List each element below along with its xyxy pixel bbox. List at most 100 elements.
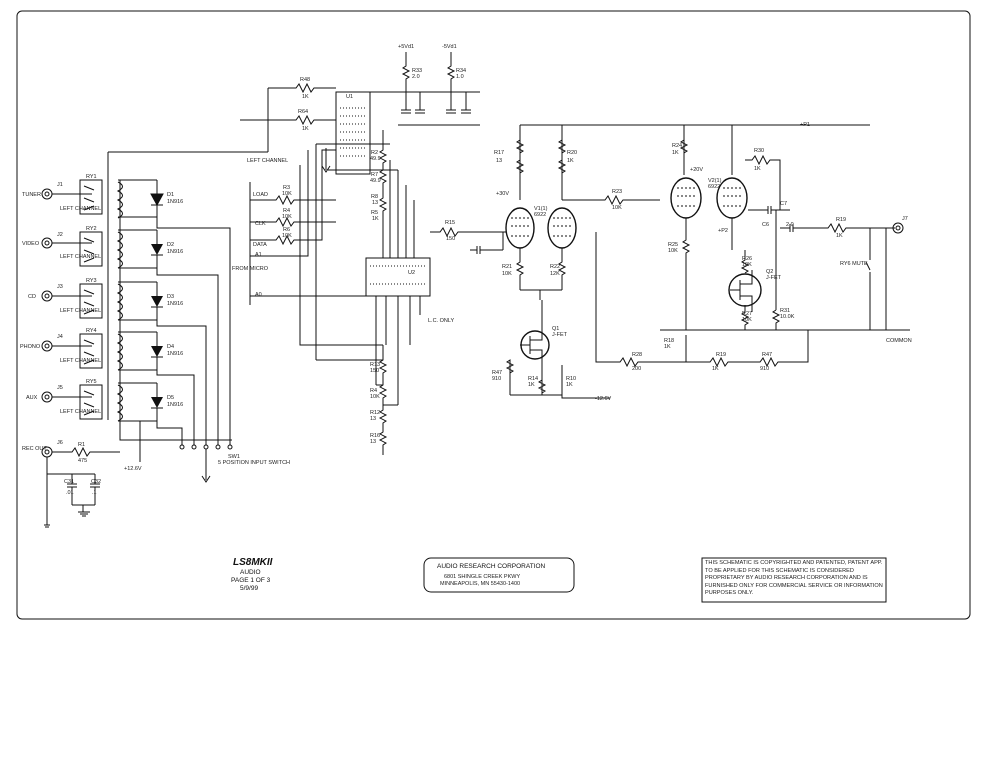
svg-text:R33: R33 xyxy=(412,68,422,74)
svg-text:.1: .1 xyxy=(92,490,97,496)
diode-d4: D4 1N916 xyxy=(151,332,183,370)
svg-text:R18: R18 xyxy=(664,338,674,344)
input-jack-2: VIDEO J2 LEFT CHANNEL xyxy=(22,232,101,260)
svg-text:C6: C6 xyxy=(762,222,769,228)
svg-text:.01: .01 xyxy=(66,490,74,496)
svg-text:10.0K: 10.0K xyxy=(780,314,795,320)
svg-text:10K: 10K xyxy=(282,191,292,197)
svg-text:R20: R20 xyxy=(567,150,577,156)
tube-stage: +P1 R17 13 R20 1K V1(1) 6922 +30V R21 10… xyxy=(470,122,912,402)
svg-text:J4: J4 xyxy=(57,334,63,340)
svg-text:RY6 MUTE: RY6 MUTE xyxy=(840,261,868,267)
svg-text:+30V: +30V xyxy=(496,191,509,197)
svg-text:D1: D1 xyxy=(167,192,174,198)
svg-text:LEFT CHANNEL: LEFT CHANNEL xyxy=(247,158,288,164)
svg-text:R22: R22 xyxy=(550,264,560,270)
input-jack-5: AUX J5 LEFT CHANNEL xyxy=(26,385,101,415)
output-jack: J7 xyxy=(892,216,908,234)
svg-text:A1: A1 xyxy=(255,252,262,258)
svg-text:6801 SHINGLE CREEK PKWY: 6801 SHINGLE CREEK PKWY xyxy=(444,574,520,580)
svg-text:10K: 10K xyxy=(282,214,292,220)
svg-text:AUDIO: AUDIO xyxy=(240,569,261,576)
svg-text:REC OUT: REC OUT xyxy=(22,446,47,452)
proprietary-notice: THIS SCHEMATIC IS COPYRIGHTED AND PATENT… xyxy=(705,560,883,597)
svg-text:R1: R1 xyxy=(78,442,85,448)
svg-text:+20V: +20V xyxy=(690,167,703,173)
svg-text:AUX: AUX xyxy=(26,395,38,401)
svg-text:910: 910 xyxy=(760,366,769,372)
svg-text:6922: 6922 xyxy=(534,212,546,218)
svg-text:+12.6V: +12.6V xyxy=(124,466,142,472)
svg-text:LEFT CHANNEL: LEFT CHANNEL xyxy=(60,254,101,260)
svg-text:R21: R21 xyxy=(502,264,512,270)
relay-ry5: RY5 xyxy=(79,379,157,422)
svg-text:J5: J5 xyxy=(57,385,63,391)
svg-text:VIDEO: VIDEO xyxy=(22,241,40,247)
svg-text:+P2: +P2 xyxy=(718,228,728,234)
svg-text:1N916: 1N916 xyxy=(167,351,183,357)
model-title: LS8MKII xyxy=(233,557,273,568)
svg-text:R16: R16 xyxy=(370,433,380,439)
svg-text:2.0: 2.0 xyxy=(786,222,794,228)
diode-d2: D2 1N916 xyxy=(151,230,183,268)
fet-q2: Q2 J-FET xyxy=(728,269,782,312)
svg-text:R27: R27 xyxy=(742,311,752,317)
svg-text:R3: R3 xyxy=(283,185,290,191)
svg-text:-5Vd1: -5Vd1 xyxy=(442,44,457,50)
svg-text:R6: R6 xyxy=(283,227,290,233)
svg-text:R64: R64 xyxy=(298,109,308,115)
input-jack-3: CD J3 LEFT CHANNEL xyxy=(28,284,101,314)
svg-text:J7: J7 xyxy=(902,216,908,222)
svg-text:Q1: Q1 xyxy=(552,326,559,332)
svg-text:R13: R13 xyxy=(370,362,380,368)
svg-text:J2: J2 xyxy=(57,232,63,238)
rec-out-jack: REC OUT J6 R1 475 C31 .01 C32 .1 xyxy=(22,440,120,528)
svg-text:R47: R47 xyxy=(492,370,502,376)
svg-text:V1(1): V1(1) xyxy=(534,206,548,212)
svg-text:CD: CD xyxy=(28,294,36,300)
svg-text:1K: 1K xyxy=(836,233,843,239)
svg-text:R48: R48 xyxy=(300,77,310,83)
svg-text:RY3: RY3 xyxy=(86,278,97,284)
svg-text:CLK: CLK xyxy=(255,221,266,227)
svg-text:Q2: Q2 xyxy=(766,269,773,275)
svg-text:L.C. ONLY: L.C. ONLY xyxy=(428,318,455,324)
diode-d1: D1 1N916 xyxy=(150,180,183,217)
svg-text:10K: 10K xyxy=(612,205,622,211)
svg-text:475: 475 xyxy=(78,458,87,464)
svg-text:10K: 10K xyxy=(282,233,292,239)
svg-text:D4: D4 xyxy=(167,344,174,350)
svg-text:910: 910 xyxy=(492,376,501,382)
svg-text:13: 13 xyxy=(370,439,376,445)
svg-text:R7: R7 xyxy=(371,172,378,178)
svg-text:1K: 1K xyxy=(302,94,309,100)
svg-text:49.9: 49.9 xyxy=(370,178,381,184)
svg-text:49.9: 49.9 xyxy=(370,156,381,162)
svg-text:6922: 6922 xyxy=(708,184,720,190)
title-block: LS8MKII AUDIO PAGE 1 OF 3 5/9/99 xyxy=(231,557,273,592)
ic-u2 xyxy=(365,257,431,297)
svg-text:R19: R19 xyxy=(836,217,846,223)
svg-text:13: 13 xyxy=(370,416,376,422)
svg-text:LOAD: LOAD xyxy=(253,192,268,198)
svg-text:R34: R34 xyxy=(456,68,466,74)
svg-text:J1: J1 xyxy=(57,182,63,188)
input-jack-1: TUNER J1 LEFT CHANNEL xyxy=(22,182,101,212)
svg-text:1N916: 1N916 xyxy=(167,199,183,205)
input-jack-4: PHONO J4 LEFT CHANNEL xyxy=(20,334,101,364)
svg-text:10K: 10K xyxy=(742,317,752,323)
svg-text:PAGE 1 OF 3: PAGE 1 OF 3 xyxy=(231,577,271,584)
svg-text:5 POSITION INPUT SWITCH: 5 POSITION INPUT SWITCH xyxy=(218,460,290,466)
svg-text:U2: U2 xyxy=(408,270,415,276)
svg-text:R30: R30 xyxy=(754,148,764,154)
tube-v2-1: V2(1) 6922 xyxy=(670,177,722,219)
svg-text:1K: 1K xyxy=(372,216,379,222)
svg-text:TUNER: TUNER xyxy=(22,192,41,198)
svg-text:R26: R26 xyxy=(742,256,752,262)
svg-text:1K: 1K xyxy=(528,382,535,388)
svg-text:+P1: +P1 xyxy=(800,122,810,128)
diode-d5: D5 1N916 xyxy=(151,383,183,421)
svg-text:RY5: RY5 xyxy=(86,379,97,385)
svg-text:R4: R4 xyxy=(370,388,377,394)
svg-text:150: 150 xyxy=(446,236,455,242)
